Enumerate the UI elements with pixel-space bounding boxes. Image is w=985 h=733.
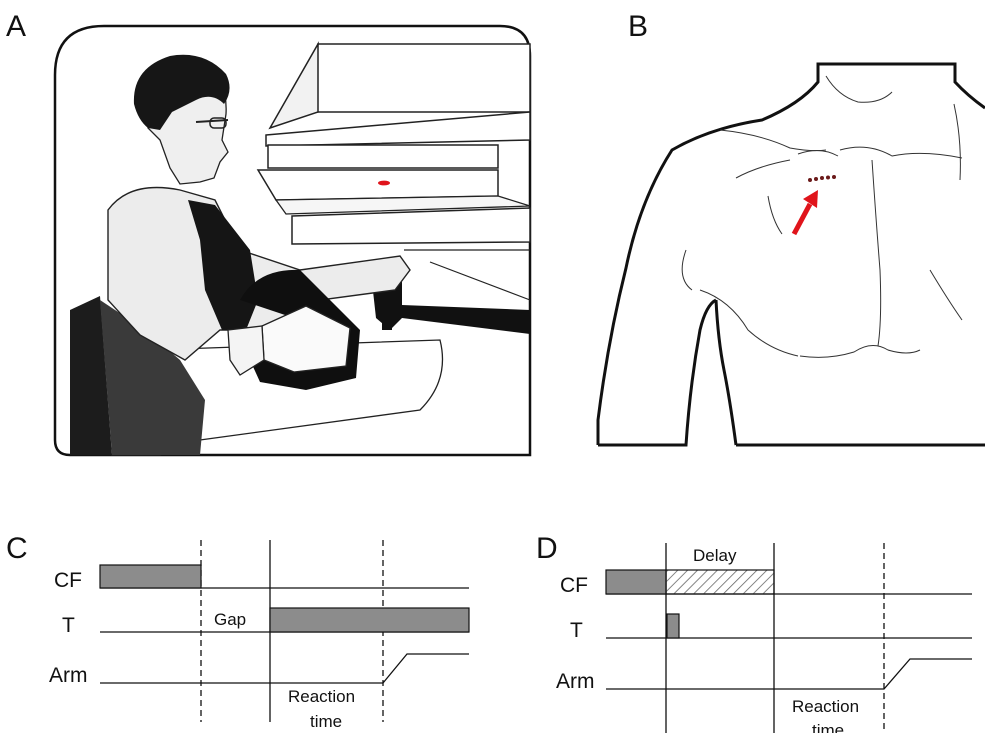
- target-pulse: [667, 614, 679, 638]
- delay-label: Delay: [693, 546, 737, 565]
- panel-d: D CF T Arm Delay Reaction time: [536, 532, 972, 733]
- panel-c: C CF T Arm Gap Reaction time: [6, 532, 469, 731]
- electrode-dots: [808, 175, 836, 182]
- cf-bar: [606, 570, 666, 594]
- torso-drawing: [598, 64, 985, 445]
- panel-a: A: [6, 10, 530, 455]
- reaction-label-line2: time: [310, 712, 342, 731]
- reaction-label-line2: time: [812, 721, 844, 733]
- panel-b: B: [598, 10, 985, 445]
- panel-c-letter: C: [6, 532, 28, 565]
- panel-a-letter: A: [6, 10, 26, 43]
- row-label-cf: CF: [560, 574, 588, 597]
- target-bar: [270, 608, 469, 632]
- photo-subject-at-apparatus: [55, 26, 530, 455]
- stimulation-arrow: [794, 204, 810, 234]
- gap-label: Gap: [214, 610, 246, 629]
- row-label-t: T: [62, 614, 75, 637]
- cf-bar: [100, 565, 201, 588]
- panel-b-letter: B: [628, 10, 648, 43]
- panel-d-letter: D: [536, 532, 558, 565]
- fixation-light: [378, 181, 390, 186]
- torso-outline: [598, 64, 985, 445]
- row-label-arm: Arm: [556, 670, 595, 693]
- reaction-label-line1: Reaction: [792, 697, 859, 716]
- delay-hatched-bar: [666, 570, 774, 594]
- reaction-label-line1: Reaction: [288, 687, 355, 706]
- row-label-arm: Arm: [49, 664, 88, 687]
- row-label-cf: CF: [54, 569, 82, 592]
- anatomy-lines: [682, 76, 962, 357]
- row-label-t: T: [570, 619, 583, 642]
